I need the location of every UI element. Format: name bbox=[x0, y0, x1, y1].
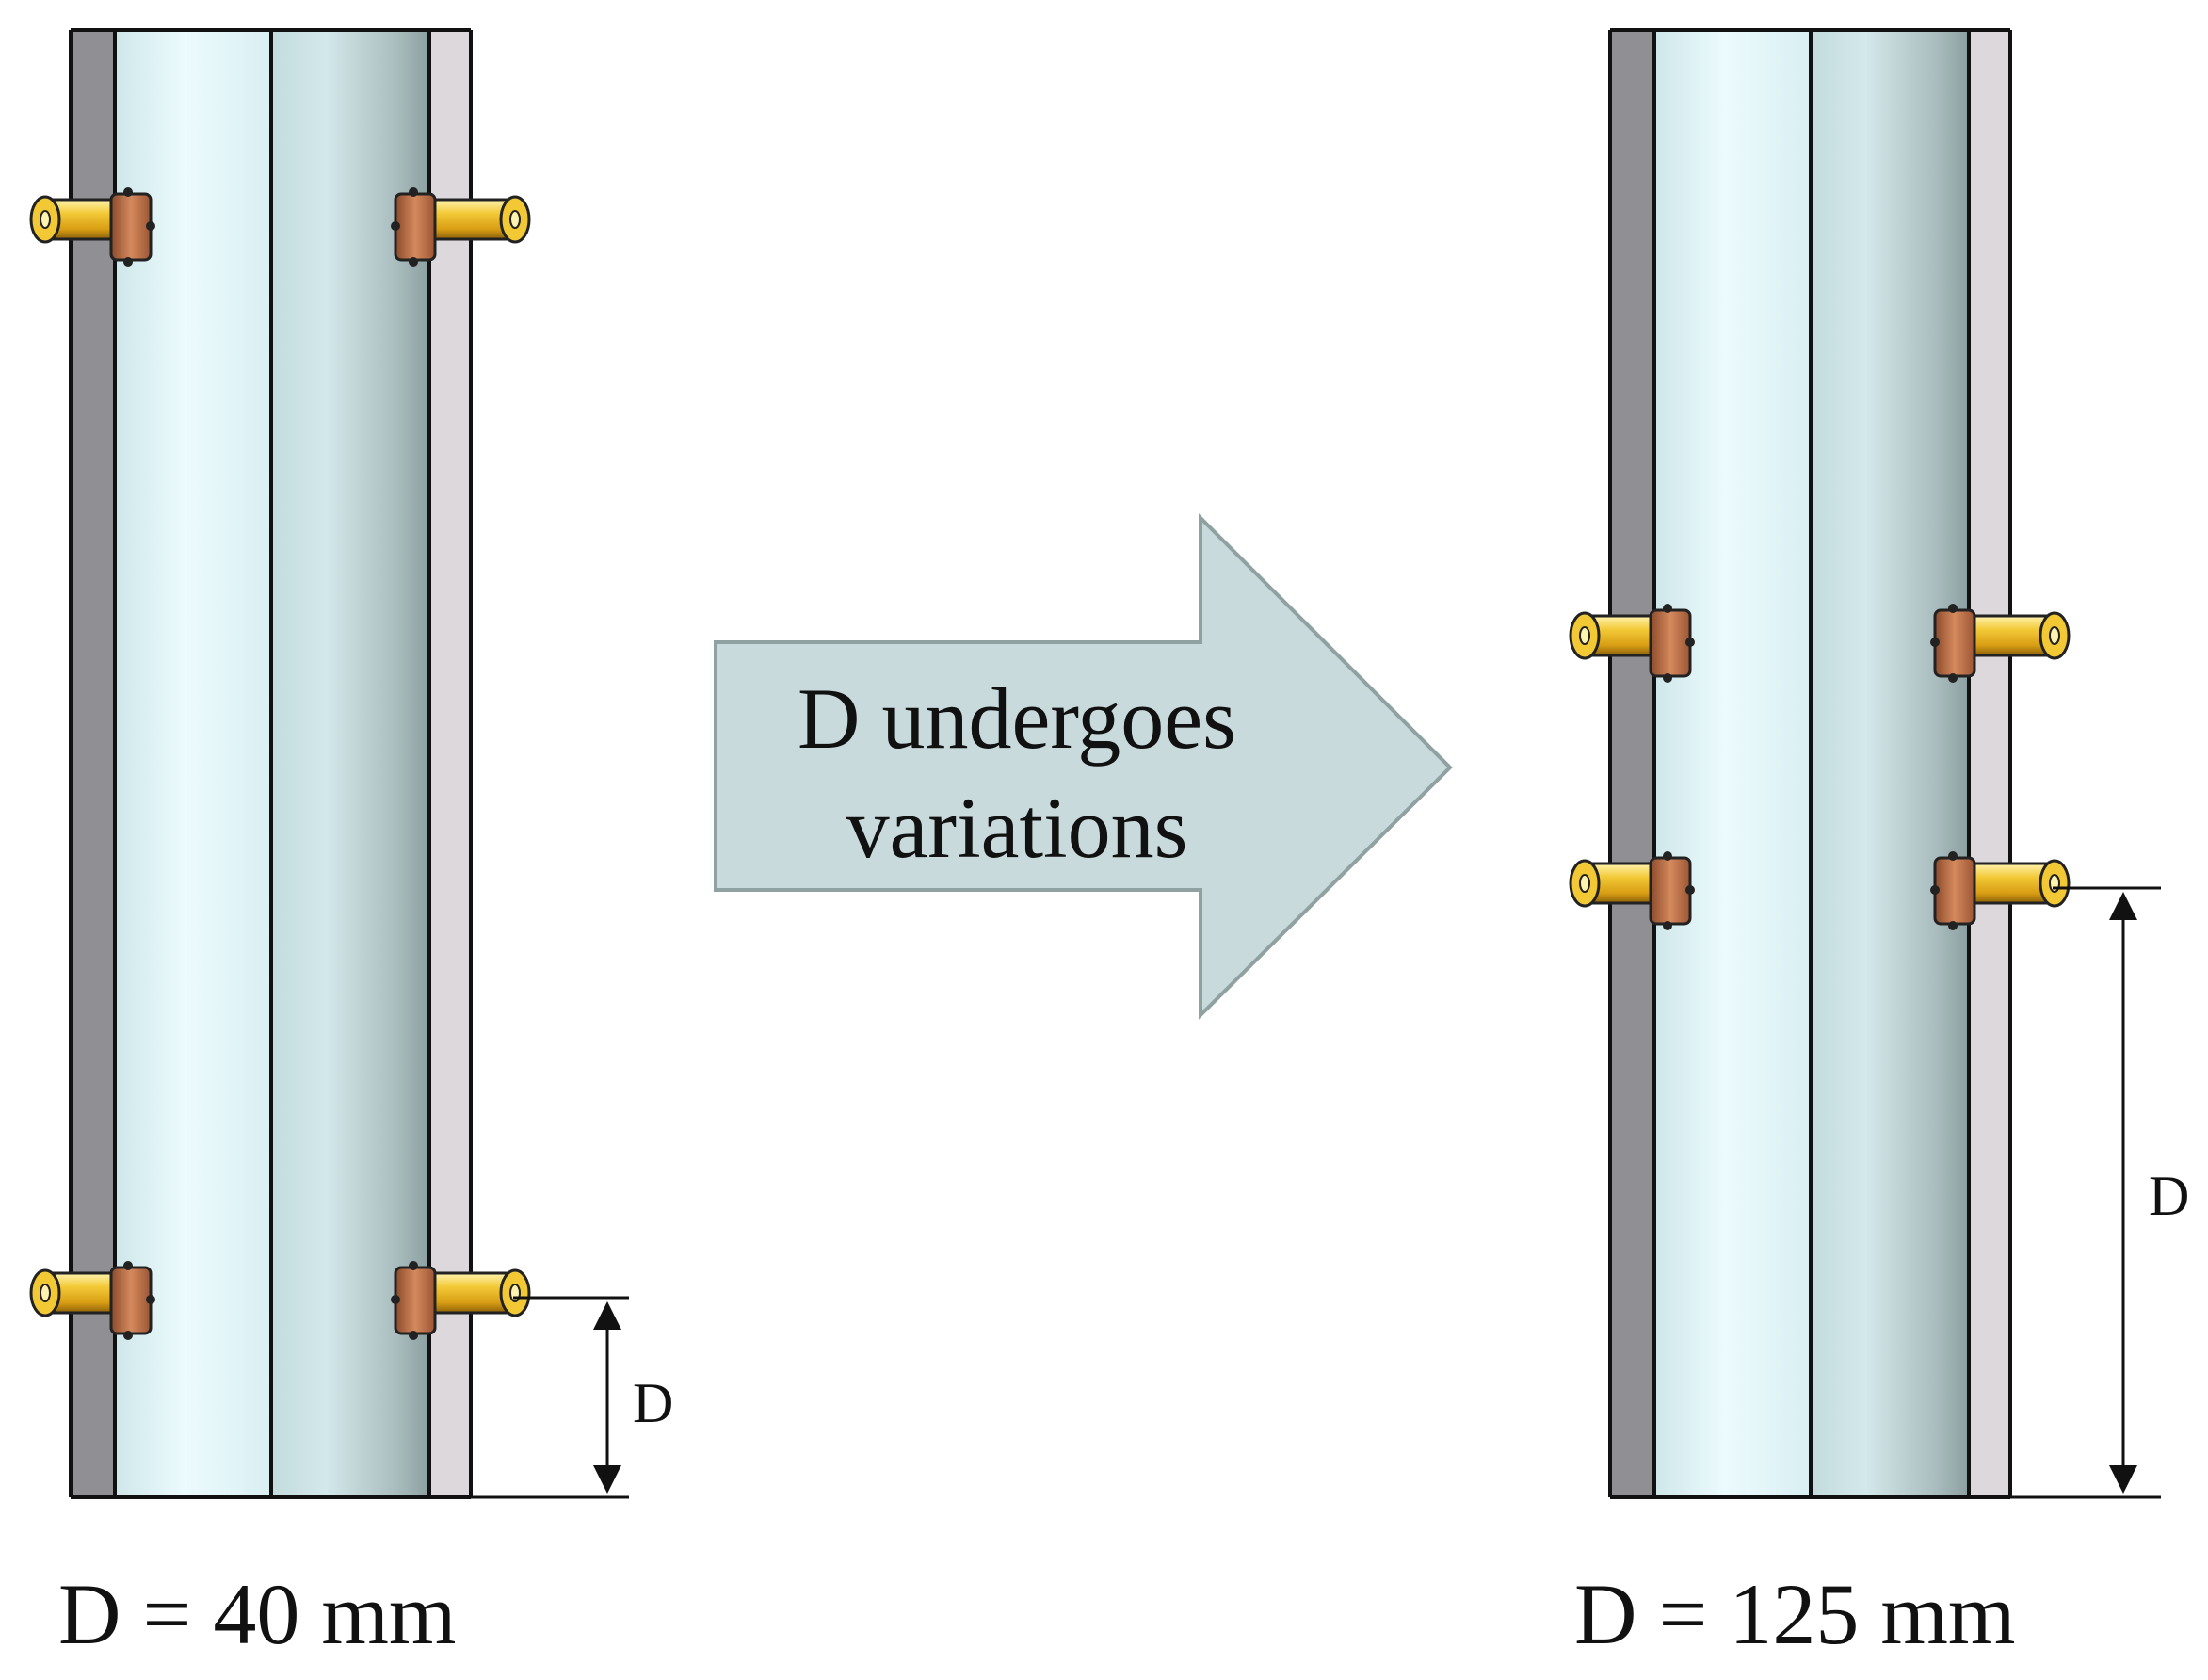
right-tube-outer-wall-left bbox=[1610, 30, 1654, 1497]
right-caption: D = 125 mm bbox=[1574, 1566, 2016, 1662]
arrow-label: D undergoes variations bbox=[716, 664, 1318, 882]
probe-right-tube-upper-left bbox=[1569, 604, 1695, 683]
right-dimension bbox=[2010, 886, 2161, 1499]
probe-right-tube-lower-left bbox=[1569, 851, 1695, 930]
probe-left-tube-top-right bbox=[391, 187, 531, 267]
left-tube bbox=[69, 28, 473, 1499]
variation-arrow bbox=[714, 513, 1453, 1020]
left-caption: D = 40 mm bbox=[58, 1566, 457, 1662]
probe-left-tube-bottom-right bbox=[391, 1261, 531, 1340]
right-tube bbox=[1608, 28, 2012, 1499]
right-tube-glass-front bbox=[1654, 30, 1811, 1497]
probe-left-tube-bottom-left bbox=[29, 1261, 155, 1340]
right-tube-outer-wall-right bbox=[1969, 30, 2010, 1497]
probe-right-tube-upper-right bbox=[1930, 604, 2071, 683]
left-tube-glass-front bbox=[115, 30, 271, 1497]
left-dimension bbox=[471, 1296, 629, 1499]
right-dimension-label: D bbox=[2149, 1165, 2190, 1227]
arrow-label-line2: variations bbox=[846, 780, 1188, 876]
left-tube-outer-wall-left bbox=[71, 30, 115, 1497]
right-tube-glass-back bbox=[1811, 30, 1969, 1497]
left-tube-glass-back bbox=[271, 30, 429, 1497]
probe-right-tube-lower-right bbox=[1930, 851, 2071, 930]
probe-left-tube-top-left bbox=[29, 187, 155, 267]
left-tube-outer-wall-right bbox=[429, 30, 471, 1497]
arrow-label-line1: D undergoes bbox=[798, 670, 1236, 767]
left-dimension-label: D bbox=[633, 1372, 674, 1434]
